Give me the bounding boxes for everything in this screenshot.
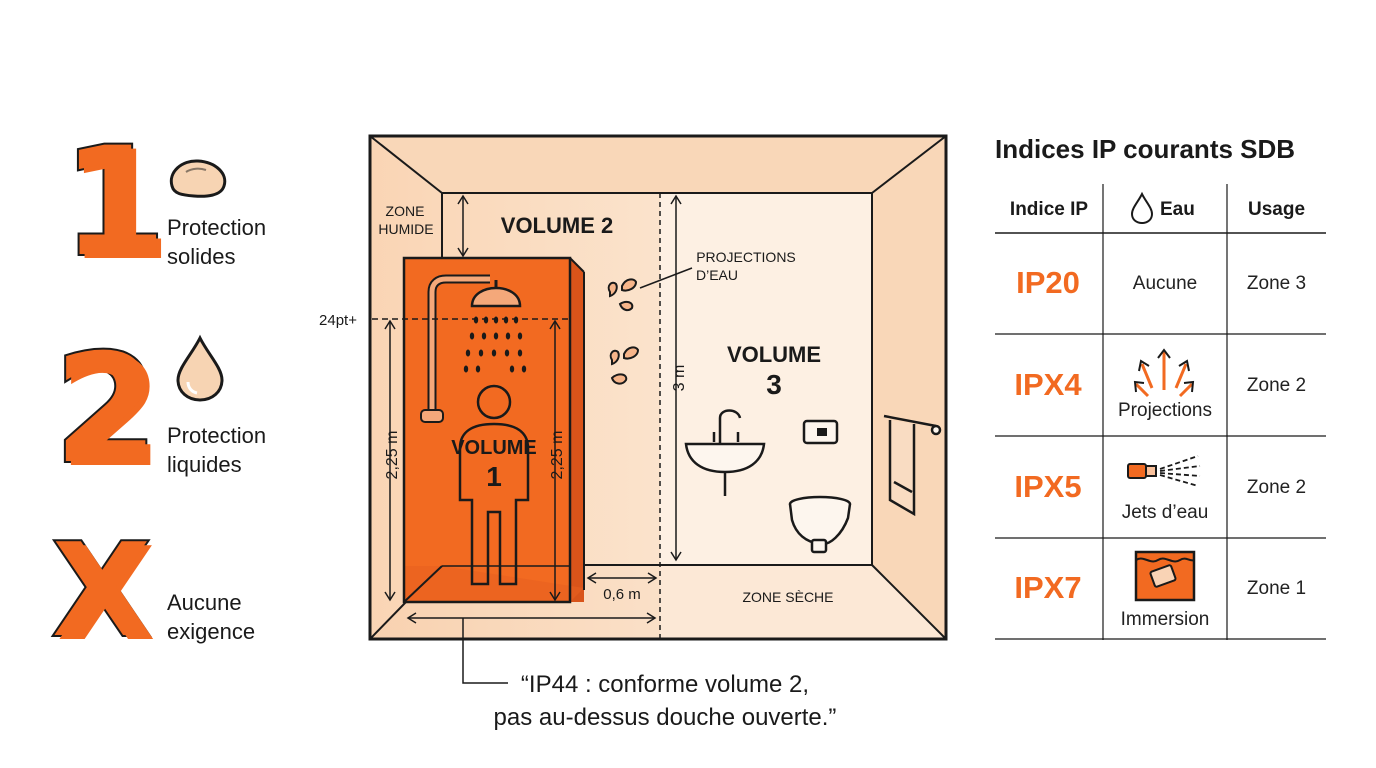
dimension-lines — [384, 194, 682, 684]
volume3-number: 3 — [766, 369, 782, 400]
legend-digit-2: 2 — [52, 323, 160, 497]
person-icon — [458, 384, 530, 586]
table-row-ipx7-ip: IPX7 — [1014, 570, 1082, 605]
room-right-wall — [872, 136, 946, 639]
legend-label-x-line1: Aucune — [167, 590, 242, 615]
height-225-right-label: 2,25 m — [549, 431, 566, 480]
immersion-icon — [1134, 550, 1196, 602]
height-3m-label: 3 m — [671, 365, 688, 392]
zone-seche-floor — [660, 565, 946, 639]
water-drop-icon — [176, 334, 224, 402]
table-row-ipx5-usage: Zone 2 — [1246, 477, 1307, 498]
sink-icon — [684, 409, 766, 496]
legend-label-1-line1: Protection — [167, 215, 267, 240]
stone-icon — [169, 159, 227, 198]
quote-line-1: “IP44 : conforme volume 2, — [520, 671, 810, 698]
projections-label-2: D’EAU — [696, 267, 738, 283]
wall-switch-icon — [802, 419, 839, 445]
legend-label-2-line1: Protection — [167, 423, 267, 448]
table-row-ip20-usage: Zone 3 — [1246, 273, 1307, 294]
table-row-ip20-ip: IP20 — [1016, 265, 1080, 300]
towel-rail-icon — [883, 414, 942, 517]
splash-icon — [607, 278, 640, 385]
table-row-ipx5-ip: IPX5 — [1014, 469, 1082, 504]
legend-digit-x: X — [50, 517, 153, 666]
legend-label-x: Aucune exigence — [167, 588, 255, 646]
ip44-quote: “IP44 : conforme volume 2, pas au-dessus… — [440, 668, 890, 734]
legend-digit-1: 1 — [60, 116, 168, 290]
zone-humide-label-1: ZONE — [386, 203, 425, 219]
header-drop-icon — [1130, 191, 1154, 225]
table-row-ipx7-water: Immersion — [1120, 609, 1210, 630]
width-06-label: 0,6 m — [603, 586, 641, 603]
height-marker-label: 24pt+ — [319, 312, 357, 329]
volume1-label: VOLUME — [451, 437, 537, 459]
header-usage: Usage — [1247, 199, 1306, 220]
legend-label-1-line2: solides — [167, 244, 236, 269]
zone-humide-label-2: HUMIDE — [378, 221, 433, 237]
legend-label-2-line2: liquides — [167, 452, 242, 477]
header-eau: Eau — [1160, 199, 1195, 220]
quote-line-2: pas au-dessus douche ouverte.” — [493, 704, 837, 731]
table-row-ipx4-water: Projections — [1118, 400, 1212, 421]
water-jet-icon — [1127, 455, 1201, 487]
table-row-ipx5-water: Jets d’eau — [1121, 502, 1209, 523]
legend-label-x-line2: exigence — [167, 619, 256, 644]
volume1-zone — [404, 258, 584, 602]
header-indice-ip: Indice IP — [1009, 199, 1089, 220]
room-outline — [368, 134, 948, 641]
volume3-label: VOLUME — [727, 342, 821, 367]
legend-label-1: Protection solides — [167, 213, 266, 271]
table-title: Indices IP courants SDB — [995, 134, 1296, 164]
height-225-left-label: 2,25 m — [384, 431, 401, 480]
splash-arrows-icon — [1133, 348, 1195, 398]
volume2-label: VOLUME 2 — [501, 213, 613, 238]
table-row-ipx4-ip: IPX4 — [1014, 367, 1082, 402]
table-row-ipx4-usage: Zone 2 — [1246, 375, 1307, 396]
volume1-number: 1 — [486, 461, 502, 492]
legend-label-2: Protection liquides — [167, 421, 266, 479]
table-row-ip20-water: Aucune — [1132, 273, 1198, 294]
table-row-ipx7-usage: Zone 1 — [1246, 578, 1307, 599]
room-ceiling — [370, 136, 946, 193]
toilet-icon — [788, 495, 852, 554]
zone-seche-label: ZONE SÈCHE — [742, 589, 833, 605]
projections-label-1: PROJECTIONS — [696, 249, 796, 265]
